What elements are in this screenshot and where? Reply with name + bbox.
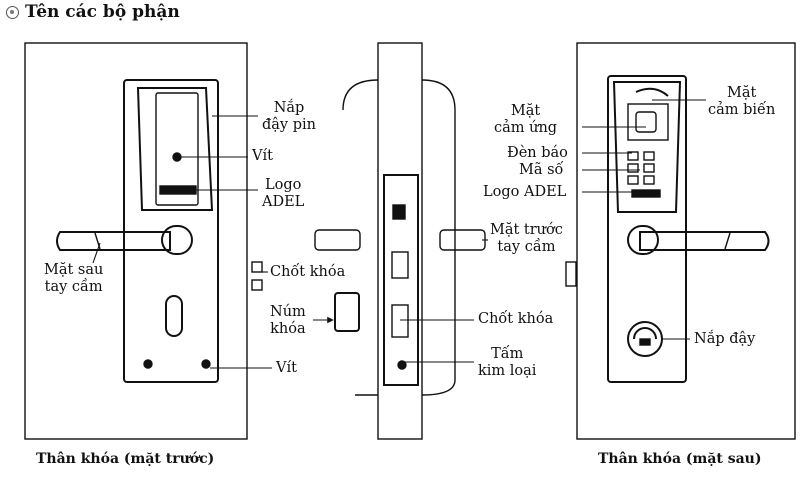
label-mat-sau-tay-cam: Mặt sau tay cầm xyxy=(44,262,103,296)
back-latch-stub xyxy=(565,261,577,287)
section-title-text: Tên các bộ phận xyxy=(25,2,180,22)
label-nap-day-pin-line1: Nắp xyxy=(273,100,305,116)
side-screw xyxy=(397,360,407,370)
label-nap-day-pin: Nắp đậy pin xyxy=(262,100,316,134)
label-logo-front-line2: ADEL xyxy=(262,194,305,210)
label-mat-cam-ung-line2: cảm ứng xyxy=(494,120,558,136)
caption-front: Thân khóa (mặt trước) xyxy=(36,451,215,467)
side-latch-bolt xyxy=(391,251,409,279)
front-screw-top xyxy=(172,152,182,162)
front-handle-rose xyxy=(161,225,193,255)
front-battery-inner xyxy=(155,92,199,206)
label-mat-cam-ung: Mặt cảm ứng xyxy=(494,103,557,137)
back-top-module xyxy=(612,81,682,213)
front-door-panel xyxy=(24,42,248,440)
label-ma-so: Mã số xyxy=(519,162,564,178)
section-title: Tên các bộ phận xyxy=(6,2,180,22)
front-keyhole xyxy=(165,295,183,337)
bullet-icon xyxy=(6,5,19,19)
side-door-panel xyxy=(377,42,423,440)
back-handle-rose xyxy=(627,225,659,255)
back-touch-pad xyxy=(635,111,657,133)
label-mat-truoc-line1: Mặt trước xyxy=(490,222,563,238)
label-logo-front-line1: Logo xyxy=(264,177,302,193)
back-door-panel xyxy=(576,42,796,440)
front-battery-cover xyxy=(136,87,214,211)
label-mat-cam-bien-line2: cảm biến xyxy=(708,102,776,118)
label-nap-day: Nắp đậy xyxy=(694,331,756,347)
label-mat-cam-ung-line1: Mặt xyxy=(510,103,541,119)
back-escutcheon xyxy=(607,75,687,383)
label-chot-khoa-plate: Chốt khóa xyxy=(478,311,554,327)
label-chot-khoa-side: Chốt khóa xyxy=(270,264,346,280)
back-touch-window xyxy=(627,103,669,141)
side-thumb-turn xyxy=(334,292,360,332)
label-nap-day-pin-line2: đậy pin xyxy=(262,117,316,133)
side-handle-left xyxy=(314,229,361,251)
label-tam-kim-loai-line2: kim loại xyxy=(478,363,537,379)
back-logo-badge xyxy=(631,189,661,198)
caption-back: Thân khóa (mặt sau) xyxy=(598,451,762,467)
label-mat-truoc-tay-cam: Mặt trước tay cầm xyxy=(490,222,563,256)
front-screw-bottom-1 xyxy=(143,359,153,369)
label-mat-cam-bien-line1: Mặt xyxy=(726,85,757,101)
label-tam-kim-loai-line1: Tấm xyxy=(491,346,524,362)
back-handle-lever xyxy=(639,231,770,251)
label-mat-sau-line1: Mặt sau xyxy=(44,262,104,278)
back-keypad xyxy=(627,151,655,185)
label-num-khoa-line1: Núm xyxy=(270,304,306,320)
label-num-khoa: Núm khóa xyxy=(270,304,306,338)
back-sensor xyxy=(635,87,669,97)
side-body-outline xyxy=(342,79,456,396)
side-handle-right xyxy=(439,229,486,251)
front-logo-badge xyxy=(159,185,197,195)
label-mat-sau-line2: tay cầm xyxy=(44,279,103,295)
label-num-khoa-line2: khóa xyxy=(270,321,306,337)
side-deadbolt xyxy=(391,304,409,338)
label-tam-kim-loai: Tấm kim loại xyxy=(478,346,536,380)
side-mortise xyxy=(383,174,419,386)
side-latch-stub-2 xyxy=(251,279,263,291)
label-mat-truoc-line2: tay cầm xyxy=(497,239,556,255)
front-handle-lever xyxy=(56,231,171,251)
leader-mat-sau xyxy=(92,242,101,264)
side-latch-stub-1 xyxy=(251,261,263,273)
label-mat-cam-bien: Mặt cảm biến xyxy=(708,85,775,119)
label-vit-top: Vít xyxy=(252,148,273,164)
side-mortise-logo xyxy=(392,204,406,220)
label-den-bao: Đèn báo xyxy=(507,145,568,161)
label-logo-back: Logo ADEL xyxy=(483,184,567,200)
label-logo-front: Logo ADEL xyxy=(262,177,304,211)
front-screw-bottom-2 xyxy=(201,359,211,369)
label-vit-bottom: Vít xyxy=(276,360,297,376)
